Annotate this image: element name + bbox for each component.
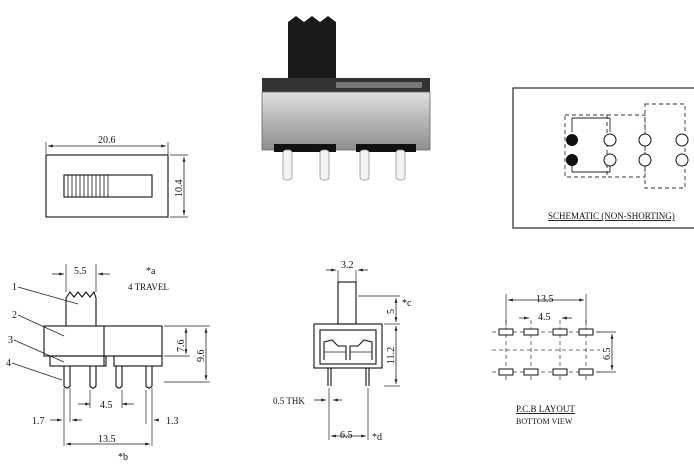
end-view: 3.2 5 *c 11.2 0.5 THK 6.5 *d [273, 260, 412, 443]
end-dim-5: 5 [386, 309, 397, 314]
pcb-layout: 13.5 4.5 6.5 P.C.B LAYOUT BOTTOM VIEW [492, 294, 616, 426]
side-note-b: *b [118, 452, 128, 463]
pcb-dim-65: 6.5 [602, 348, 613, 361]
side-pitch-label: 5.5 [74, 266, 87, 277]
contact-circles [603, 133, 689, 167]
callout-3: 3 [8, 335, 13, 346]
pcb-dim-45: 4.5 [538, 312, 551, 323]
switch-knob [288, 16, 336, 92]
side-dim-45: 4.5 [100, 400, 113, 411]
switch-photo [261, 16, 431, 181]
side-dim-17: 1.7 [32, 416, 45, 427]
side-dim-76: 7.6 [176, 340, 187, 353]
side-travel-label: 4 TRAVEL [128, 282, 169, 292]
pcb-title: P.C.B LAYOUT [516, 404, 575, 414]
end-note-c: *c [402, 298, 412, 309]
switch-slot [336, 82, 422, 88]
end-knob [337, 281, 357, 325]
schematic: SCHEMATIC (NON-SHORTING) [512, 87, 694, 229]
contact-dot-common-2 [566, 154, 578, 166]
end-body [313, 323, 383, 369]
switch-pins [282, 149, 406, 181]
top-height-label: 10.4 [174, 180, 185, 198]
schematic-caption: SCHEMATIC (NON-SHORTING) [548, 211, 675, 221]
side-pins [63, 366, 153, 389]
side-view: 1 2 3 4 5.5 *a 4 TRAVEL 7.6 9.6 4.5 [6, 264, 210, 463]
end-dim-32: 3.2 [341, 260, 354, 271]
callout-2: 2 [12, 310, 17, 321]
pcb-pads [498, 328, 594, 376]
top-view: 20.6 10.4 [45, 135, 188, 218]
pcb-subtitle: BOTTOM VIEW [516, 417, 573, 426]
top-width-label: 20.6 [98, 135, 116, 146]
callout-4: 4 [6, 358, 11, 369]
side-note-a: *a [146, 266, 156, 277]
schematic-frame [512, 87, 694, 229]
top-view-outline [45, 154, 169, 218]
end-dim-112: 11.2 [386, 347, 397, 364]
side-knob [65, 290, 97, 326]
schematic-dashed-boxes [564, 103, 686, 189]
pcb-dim-135: 13.5 [536, 294, 554, 305]
side-dim-96: 9.6 [196, 350, 207, 363]
end-thk-label: 0.5 THK [273, 396, 305, 406]
side-body [43, 325, 163, 357]
side-dim-13: 1.3 [166, 416, 179, 427]
contact-dot-common-1 [566, 134, 578, 146]
switch-body [261, 91, 431, 151]
end-note-d: *d [372, 432, 382, 443]
end-dim-65: 6.5 [340, 430, 353, 441]
callout-1: 1 [12, 282, 17, 293]
side-dim-135: 13.5 [98, 434, 116, 445]
